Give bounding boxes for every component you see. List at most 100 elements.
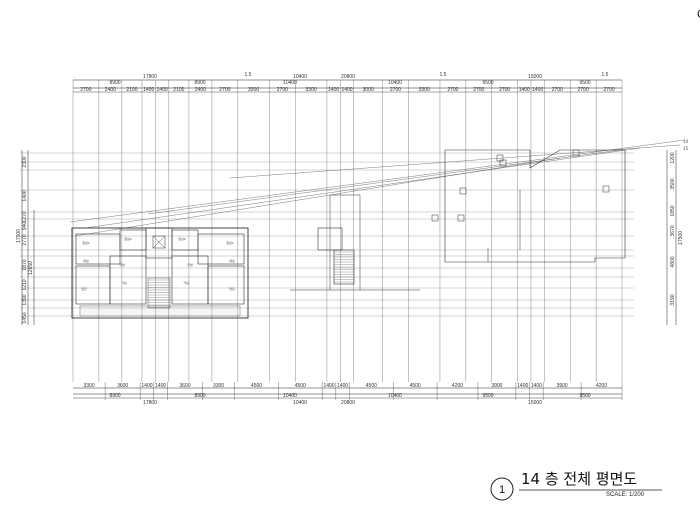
left-stack-dim: 1390 <box>22 294 28 305</box>
top-segment-dim: 1400 <box>157 87 168 93</box>
elevator <box>152 235 166 249</box>
right-stack-dim: 1200 <box>670 152 676 163</box>
slope-line-3 <box>147 149 621 215</box>
top-segment-dim: 3300 <box>419 87 430 93</box>
drawing-number-circle <box>490 477 514 501</box>
bottom-sub-dim: 10400 <box>283 393 297 399</box>
top-segment-dim: 1400 <box>143 87 154 93</box>
room-wall <box>75 265 111 305</box>
left-stack-dim: 1270 <box>22 211 28 222</box>
top-group-dim: 15000 <box>528 74 542 80</box>
room-label: 주방 <box>119 262 125 267</box>
top-segment-dim: 2700 <box>604 87 615 93</box>
bottom-segment-dim: 3900 <box>557 383 568 389</box>
top-segment-dim: 2700 <box>80 87 91 93</box>
bottom-sub-dim: 8900 <box>109 393 120 399</box>
right-total-dim: 17500 <box>678 231 684 245</box>
room-label: 주방 <box>187 262 193 267</box>
bottom-group-dim: 10400 <box>293 400 307 406</box>
room-label: 거실 <box>121 280 127 285</box>
bottom-segment-dim: 3900 <box>491 383 502 389</box>
bottom-segment-dim: 4500 <box>366 383 377 389</box>
corner-stamp: C <box>697 7 700 21</box>
level-mark-14: 14 <box>683 139 689 144</box>
top-segment-dim: 2700 <box>499 87 510 93</box>
top-segment-dim: 2700 <box>552 87 563 93</box>
bottom-sub-dim: 10400 <box>388 393 402 399</box>
room-label: 침실2 <box>178 236 186 241</box>
right-stack-dim: 1850 <box>670 205 676 216</box>
room-label: 욕실 <box>83 258 89 263</box>
top-sub-dim: 10400 <box>283 80 297 86</box>
right-stack-dim: 4800 <box>670 256 676 267</box>
bottom-segment-dim: 4200 <box>452 383 463 389</box>
left-stack-dim: 1210 <box>22 279 28 290</box>
level-mark-15: 15 <box>683 146 689 151</box>
left-stack-dim: 2300 <box>22 156 28 167</box>
top-segment-dim: 2100 <box>173 87 184 93</box>
bottom-segment-dim: 4500 <box>295 383 306 389</box>
slope-lines <box>69 139 686 237</box>
top-group-dim: 10400 <box>293 74 307 80</box>
slope-line-2 <box>74 157 561 237</box>
balcony <box>79 305 241 317</box>
plan-linework <box>71 149 626 319</box>
bottom-total-dim: 20800 <box>341 400 355 406</box>
column-2 <box>572 149 580 157</box>
bottom-segment-dim: 3300 <box>213 383 224 389</box>
stair <box>147 277 171 309</box>
top-segment-dim: 2700 <box>219 87 230 93</box>
bottom-segment-dim: 1400 <box>531 383 542 389</box>
room-label: 침실1 <box>226 240 234 245</box>
top-segment-dim: 2700 <box>473 87 484 93</box>
room-wall <box>197 233 245 265</box>
top-segment-dim: 3000 <box>363 87 374 93</box>
drawing-title: 14 층 전체 평면도 <box>521 470 637 488</box>
top-sub-dim: 9500 <box>482 80 493 86</box>
bottom-segment-dim: 3600 <box>179 383 190 389</box>
top-segment-dim: 2700 <box>277 87 288 93</box>
top-center-mark: 1.5 <box>602 72 609 78</box>
column-3 <box>602 185 610 193</box>
left-stack-dim: 940 <box>22 222 28 231</box>
top-segment-dim: 2700 <box>578 87 589 93</box>
room-label: 침실2 <box>124 236 132 241</box>
bottom-segment-dim: 3600 <box>117 383 128 389</box>
dimension-lines <box>21 79 677 400</box>
left-total-dim: 17500 <box>16 229 22 243</box>
bottom-segment-dim: 4500 <box>251 383 262 389</box>
room-wall <box>207 265 245 305</box>
room-label: 거실 <box>183 280 189 285</box>
room-label: 현관 <box>81 286 87 291</box>
top-sub-dim: 8900 <box>194 80 205 86</box>
top-segment-dim: 2700 <box>390 87 401 93</box>
top-segment-dim: 2400 <box>195 87 206 93</box>
bottom-group-dim: 15000 <box>528 400 542 406</box>
bottom-segment-dim: 4200 <box>596 383 607 389</box>
bottom-segment-dim: 1400 <box>155 383 166 389</box>
top-segment-dim: 1400 <box>328 87 339 93</box>
title-block: 1 14 층 전체 평면도 SCALE: 1/200 <box>490 470 662 501</box>
top-total-dim: 20800 <box>341 74 355 80</box>
top-segment-dim: 1400 <box>519 87 530 93</box>
right-building-outline <box>444 149 626 263</box>
drawing-number: 1 <box>499 484 505 496</box>
bottom-segment-dim: 1400 <box>337 383 348 389</box>
left-stack-dim: 1400 <box>22 190 28 201</box>
top-group-dim: 17800 <box>143 74 157 80</box>
top-segment-dim: 2400 <box>105 87 116 93</box>
top-segment-dim: 2700 <box>447 87 458 93</box>
bottom-segment-dim: 1400 <box>517 383 528 389</box>
slope-line-1 <box>84 147 641 229</box>
bottom-sub-dim: 8900 <box>194 393 205 399</box>
room-label: 욕실 <box>229 258 235 263</box>
right-stack-dim: 3670 <box>670 225 676 236</box>
column-4 <box>431 214 439 222</box>
top-sub-dim: 10400 <box>388 80 402 86</box>
drawing-scale: SCALE: 1/200 <box>606 492 645 498</box>
right-stack-dim: 3190 <box>670 294 676 305</box>
left-stack-dim: 2770 <box>22 234 28 245</box>
left-stack-dim: 1870 <box>22 259 28 270</box>
